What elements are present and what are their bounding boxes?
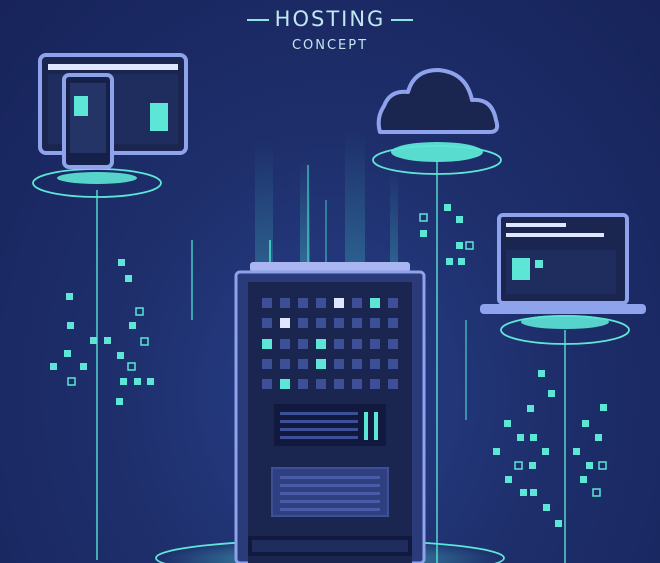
title-dash-left [246,19,269,21]
cloud-platform [372,142,502,175]
server-rack-icon [234,262,426,563]
cloud-icon [376,68,500,134]
monitor-phone-icon [38,53,188,169]
title-text: HOSTING [274,7,386,31]
page-subtitle: CONCEPT [291,38,369,53]
page-title: HOSTING [0,7,660,31]
pixel-particles [50,204,607,527]
laptop-icon [480,213,646,345]
light-beams [191,130,467,420]
connection-lines [96,160,566,563]
title-dash-right [391,19,414,21]
